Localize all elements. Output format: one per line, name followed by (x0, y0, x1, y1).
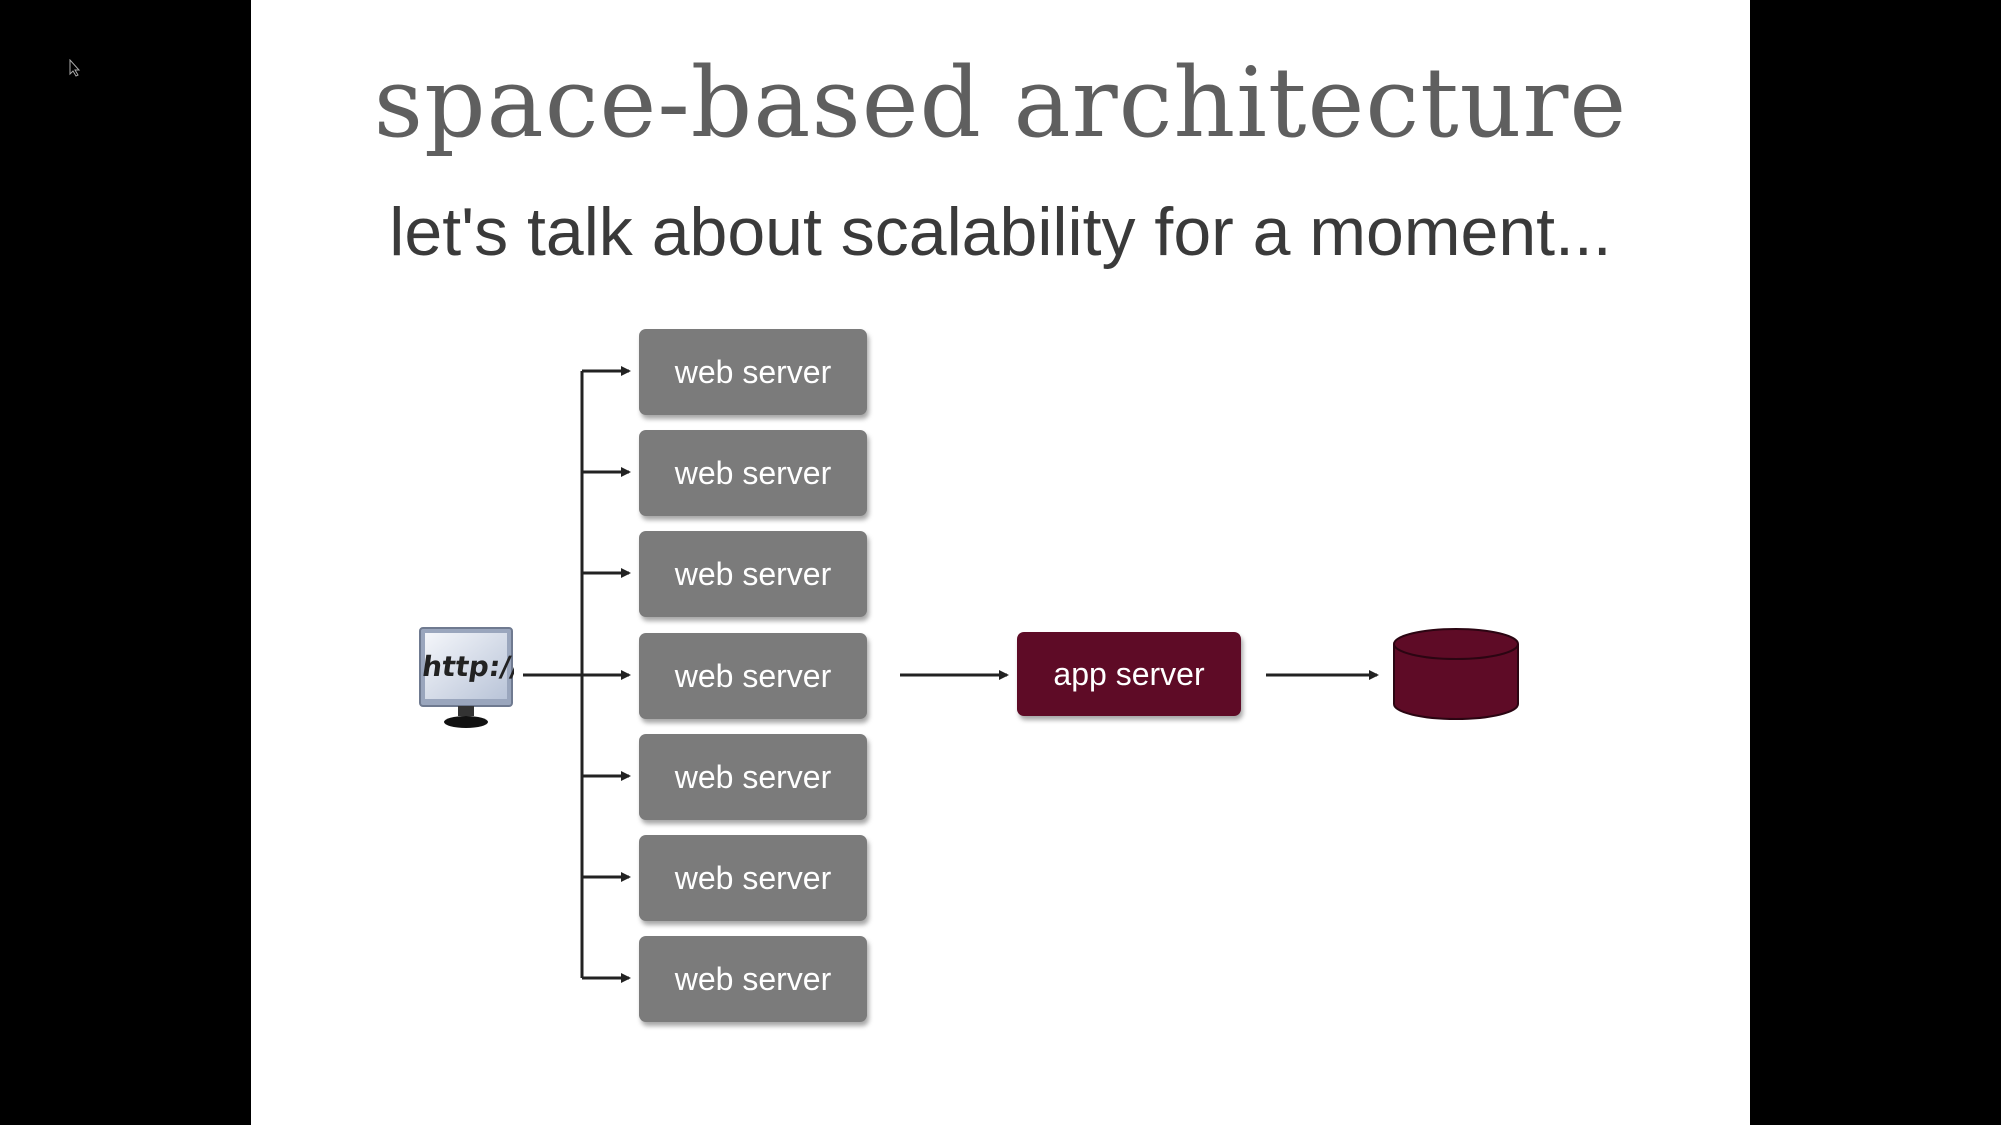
web-server-node: web server (639, 531, 867, 617)
web-server-node: web server (639, 734, 867, 820)
database-icon (1393, 628, 1519, 720)
app-server-node: app server (1017, 632, 1241, 716)
slide: space-based architecture let's talk abou… (251, 0, 1750, 1125)
web-server-node: web server (639, 936, 867, 1022)
web-server-node: web server (639, 633, 867, 719)
slide-subtitle: let's talk about scalability for a momen… (389, 194, 1612, 270)
web-server-node: web server (639, 329, 867, 415)
web-server-node: web server (639, 835, 867, 921)
svg-text:http://: http:// (420, 650, 514, 683)
http-monitor-icon: http:// (419, 627, 514, 728)
mouse-cursor-icon (69, 59, 81, 77)
architecture-diagram: http:// web server web server web server… (251, 0, 1750, 1125)
slide-title: space-based architecture (373, 47, 1628, 159)
web-server-node: web server (639, 430, 867, 516)
connector-lines (523, 366, 1379, 983)
